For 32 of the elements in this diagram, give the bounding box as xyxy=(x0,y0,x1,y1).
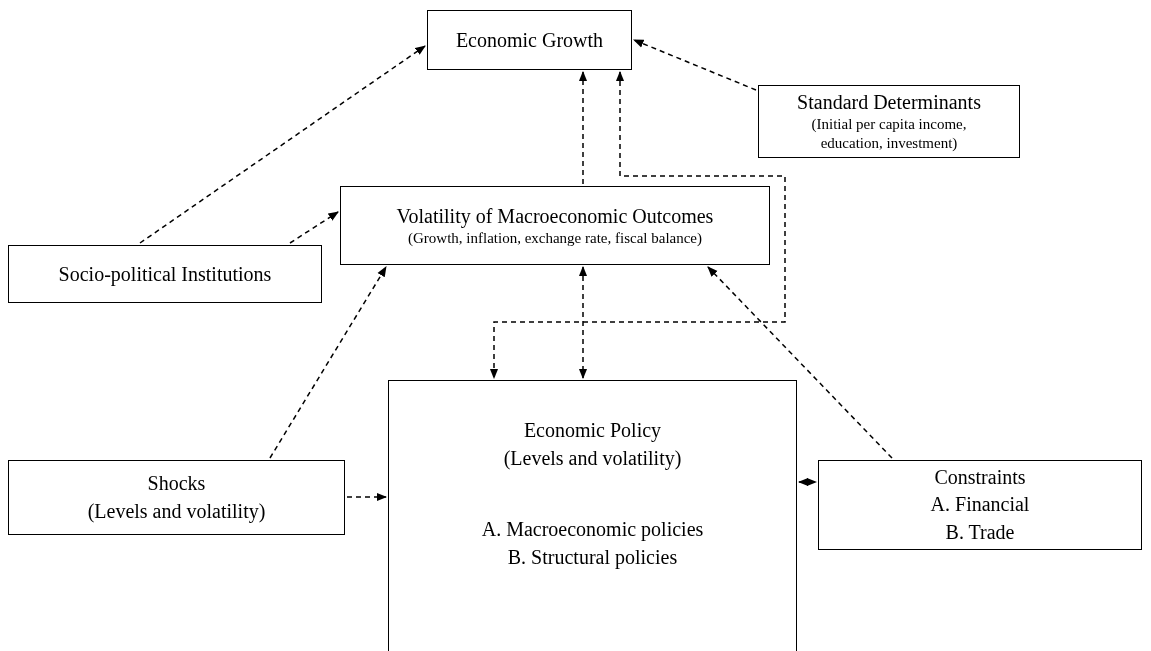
node-subtitle: (Levels and volatility) xyxy=(503,445,682,472)
text-box xyxy=(427,10,632,70)
dashed-arrow xyxy=(489,70,786,380)
dashed-arrow xyxy=(633,39,757,91)
dashed-arrow xyxy=(797,477,818,487)
list-item: A. Macroeconomic policies xyxy=(481,517,704,543)
node-title: Socio-political Institutions xyxy=(58,262,272,288)
dashed-arrow xyxy=(707,266,893,459)
list-item: A. Financial xyxy=(930,492,1030,518)
text-box xyxy=(8,245,322,303)
text-box xyxy=(388,380,797,651)
node-subtitle: (Initial per capita income, education, investment) xyxy=(810,115,968,153)
node-title: Economic Growth xyxy=(455,28,604,53)
text-box xyxy=(758,85,1020,158)
node-subtitle: (Levels and volatility) xyxy=(87,498,266,525)
node-title: Economic Policy xyxy=(523,418,662,444)
text-box xyxy=(818,460,1142,550)
list-item: B. Structural policies xyxy=(507,544,678,571)
dashed-arrow xyxy=(578,70,588,185)
node-title: Constraints xyxy=(934,464,1026,490)
text-box xyxy=(8,460,345,535)
dashed-arrow xyxy=(289,211,339,244)
dashed-arrow xyxy=(139,45,426,244)
node-title: Shocks xyxy=(147,471,206,496)
dashed-arrow xyxy=(346,492,388,502)
node-title: Volatility of Macroeconomic Outcomes xyxy=(396,203,714,229)
list-item: B. Trade xyxy=(945,519,1015,545)
node-subtitle: (Growth, inflation, exchange rate, fiscal balance) xyxy=(408,228,702,248)
dashed-arrow xyxy=(578,265,588,380)
node-title: Standard Determinants xyxy=(797,90,981,116)
text-box xyxy=(340,186,770,265)
dashed-arrow xyxy=(269,266,387,459)
